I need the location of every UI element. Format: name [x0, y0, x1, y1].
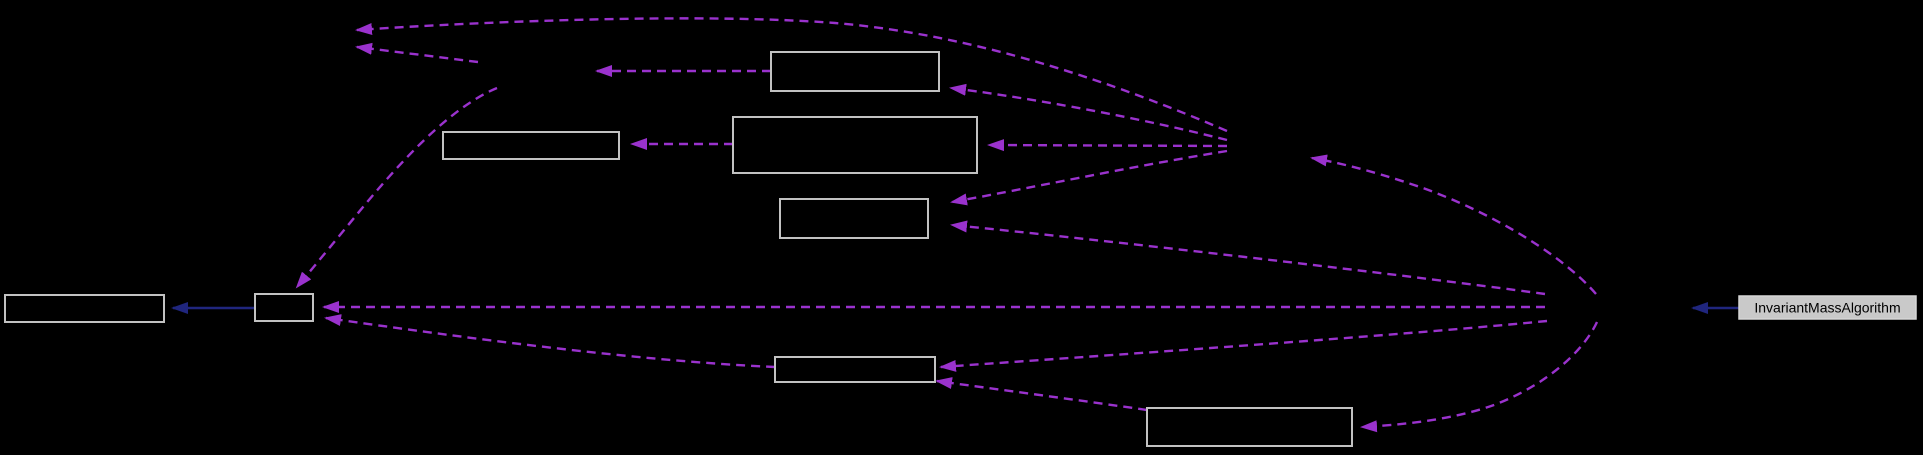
usage-edge-15 [1360, 321, 1599, 433]
class-node-e[interactable] [4, 294, 165, 323]
class-node-h[interactable] [1146, 407, 1353, 447]
usage-edge-14 [935, 377, 1148, 412]
nodes: InvariantMassAlgorithm [4, 51, 1917, 447]
main-node-label: InvariantMassAlgorithm [1754, 300, 1900, 316]
class-node-d[interactable] [442, 131, 620, 160]
usage-edge-8 [950, 149, 1228, 206]
main-node[interactable] [1738, 295, 1917, 320]
class-node-g[interactable] [774, 356, 936, 383]
usage-edge-5 [355, 42, 479, 64]
class-node-f[interactable] [254, 293, 314, 322]
class-node-b[interactable] [732, 116, 978, 174]
class-node-a[interactable] [770, 51, 940, 92]
usage-edge-12 [324, 314, 776, 369]
usage-edge-3 [355, 17, 1228, 133]
usage-edge-2 [987, 139, 1228, 152]
usage-edge-6 [295, 86, 498, 289]
edges [171, 17, 1739, 433]
usage-edge-10 [1310, 154, 1597, 295]
usage-edge-13 [939, 319, 1548, 372]
usage-edge-1 [949, 83, 1228, 142]
class-node-c[interactable] [779, 198, 929, 239]
usage-edge-9 [950, 220, 1546, 296]
